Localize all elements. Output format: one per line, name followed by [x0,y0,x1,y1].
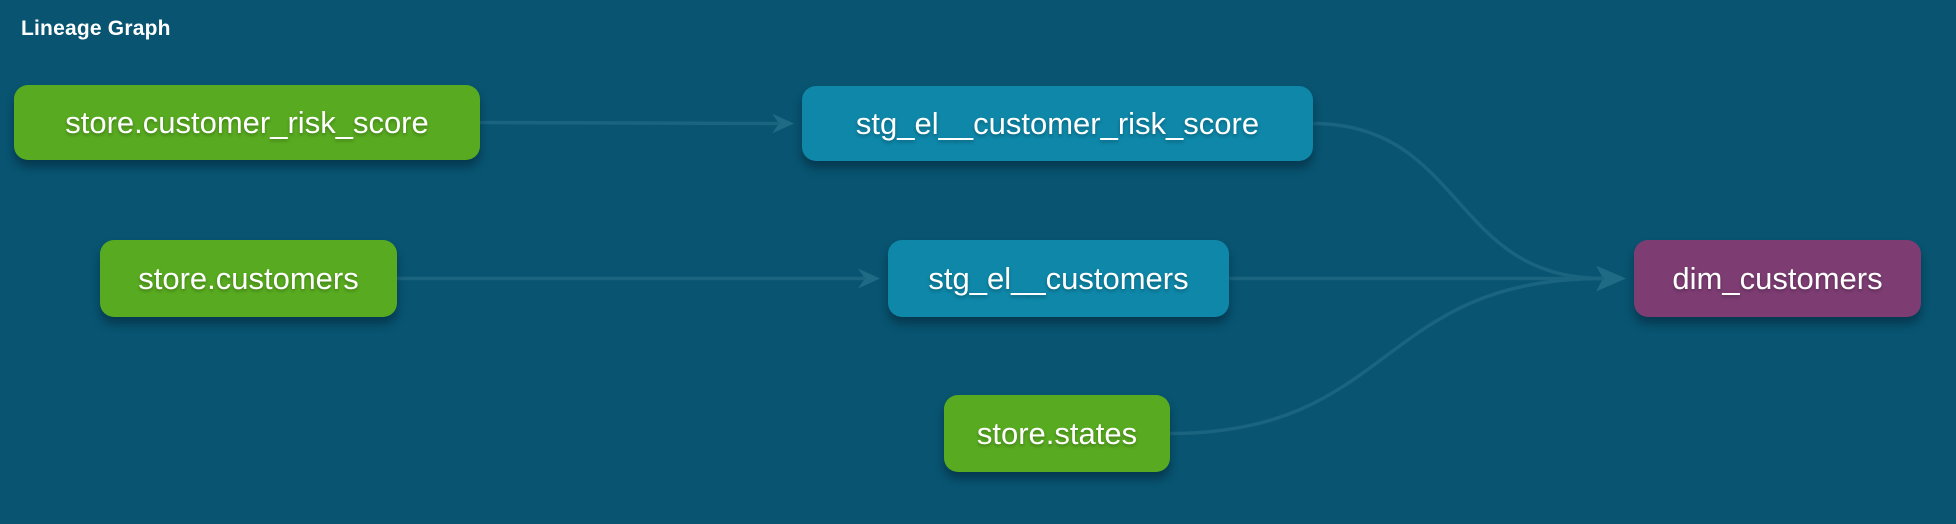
node-store-customers[interactable]: store.customers [100,240,397,317]
node-label: store.customers [138,260,359,296]
node-label: stg_el__customers [928,260,1189,296]
edge-stg-el-customer-risk-score-to-dim-customers [1311,121,1604,281]
node-store-states[interactable]: store.states [944,395,1170,472]
node-label: stg_el__customer_risk_score [855,105,1260,141]
arrowhead-into-dim-customers [1596,265,1626,292]
page-title: Lineage Graph [21,17,171,40]
node-label: store.customer_risk_score [65,104,429,140]
edge-store-states-to-dim-customers [1168,276,1604,436]
node-label: dim_customers [1672,260,1883,296]
arrowhead-into-stg-el-customer-risk-score [772,113,794,134]
arrowhead-into-stg-el-customers [858,268,880,289]
node-stg-el-customer-risk-score[interactable]: stg_el__customer_risk_score [802,86,1313,161]
node-store-customer-risk-score[interactable]: store.customer_risk_score [14,85,480,160]
node-stg-el-customers[interactable]: stg_el__customers [888,240,1229,317]
node-label: store.states [976,415,1138,451]
node-dim-customers[interactable]: dim_customers [1634,240,1921,317]
edge-store-customer-risk-score-to-stg-el-customer-risk-score [478,120,780,126]
